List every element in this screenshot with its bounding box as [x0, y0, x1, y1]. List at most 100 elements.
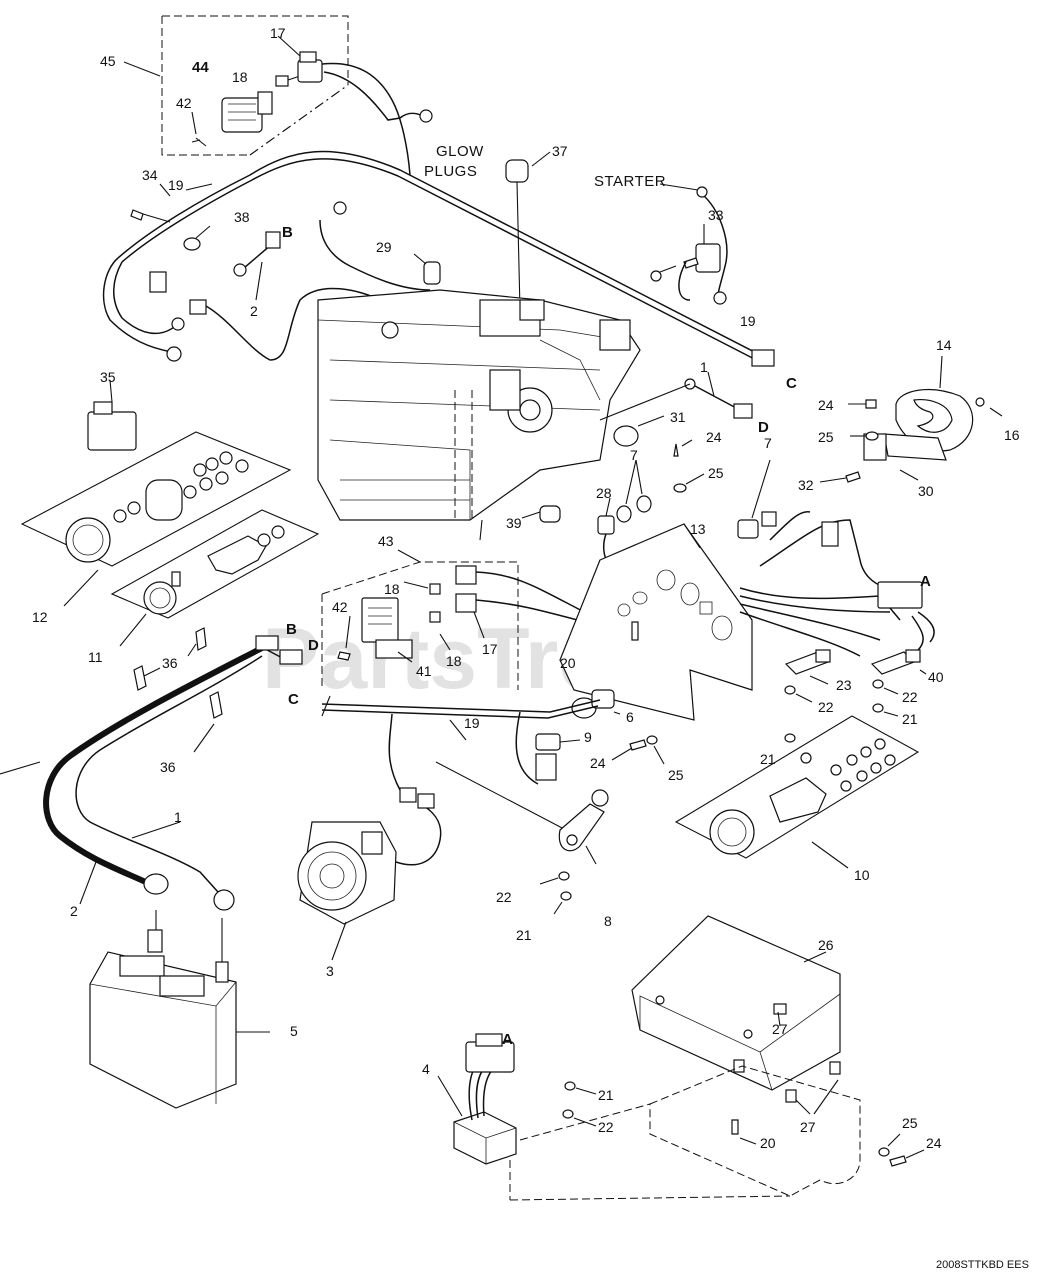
- callout: 12: [32, 609, 48, 625]
- glow-plugs-label: GLOW: [436, 143, 484, 160]
- nut-icon: [784, 733, 796, 743]
- callout: 25: [668, 767, 684, 783]
- callout: 22: [496, 889, 512, 905]
- callout: 43: [378, 533, 394, 549]
- callout: 25: [708, 465, 724, 481]
- callout: 8: [604, 913, 612, 929]
- control-panel-icon: [559, 523, 753, 721]
- temperature-sender-icon: [505, 151, 551, 311]
- callout: 24: [706, 429, 722, 445]
- callout-labels: 45 17 44 18 42 GLOW PLUGS 37 STARTER 34 …: [32, 25, 1029, 1271]
- callout: 20: [760, 1135, 776, 1151]
- callout: 29: [376, 239, 392, 255]
- screw-icon: [629, 739, 647, 751]
- connection-letter: C: [786, 375, 797, 392]
- washer-icon: [878, 1147, 890, 1157]
- connection-letter: B: [286, 621, 297, 638]
- callout: 10: [854, 867, 870, 883]
- connector-icon: [877, 581, 923, 609]
- callout: 35: [100, 369, 116, 385]
- screw-icon: [130, 209, 144, 221]
- battery-cable-icon: [684, 371, 753, 419]
- switch-icon: [870, 649, 927, 675]
- callout: 1: [174, 809, 182, 825]
- connector-icon: [255, 635, 279, 651]
- connector-icon: [455, 565, 477, 585]
- relay-icon: [221, 91, 273, 133]
- callout: 21: [516, 927, 532, 943]
- nut-icon: [558, 871, 570, 881]
- glow-plugs-label: PLUGS: [424, 163, 477, 180]
- callout: 34: [142, 167, 158, 183]
- connector-icon: [535, 753, 557, 781]
- connection-letter: A: [920, 573, 931, 590]
- seat-switch-icon: [435, 761, 609, 865]
- relay-kit-43: [321, 549, 601, 690]
- callout: 28: [596, 485, 612, 501]
- hour-meter-icon: [110, 509, 320, 647]
- connection-letter: D: [308, 637, 319, 654]
- callout: 26: [818, 937, 834, 953]
- starter-solenoid-icon: [650, 183, 728, 305]
- callout: 9: [584, 729, 592, 745]
- connector-icon: [399, 787, 417, 803]
- callout: 16: [1004, 427, 1020, 443]
- screw-icon: [337, 651, 351, 661]
- callout: 31: [670, 409, 686, 425]
- callout: 21: [760, 751, 776, 767]
- callout: 45: [100, 53, 116, 69]
- callout: 27: [772, 1021, 788, 1037]
- switch-icon: [597, 497, 621, 571]
- switch-icon: [535, 733, 581, 751]
- connector-icon: [417, 793, 435, 809]
- callout: 41: [416, 663, 432, 679]
- connector-icon: [455, 593, 477, 613]
- callout: 5: [290, 1023, 298, 1039]
- connector-icon: [297, 51, 323, 83]
- connection-letter: D: [758, 419, 769, 436]
- connection-letter: B: [282, 224, 293, 241]
- terminal-icon: [275, 75, 289, 87]
- callout: 18: [446, 653, 462, 669]
- callout: 7: [630, 447, 638, 463]
- callout: 27: [800, 1119, 816, 1135]
- connection-letter: C: [288, 691, 299, 708]
- connector-icon: [821, 521, 839, 547]
- callout: 22: [818, 699, 834, 715]
- screw-icon: [865, 399, 877, 409]
- callout: 33: [708, 207, 724, 223]
- callout: 14: [936, 337, 952, 353]
- nut-icon: [564, 1081, 576, 1091]
- battery-icon: [89, 910, 270, 1109]
- indicator-light-icon: [737, 459, 771, 539]
- drawing-code: 2008STTKBD EES: [936, 1259, 1029, 1271]
- callout: 17: [482, 641, 498, 657]
- callout: 21: [598, 1087, 614, 1103]
- power-outlet-icon: [571, 689, 621, 719]
- callout: 17: [270, 25, 286, 41]
- callout: 25: [902, 1115, 918, 1131]
- battery-cables: [0, 635, 303, 911]
- glow-plug-icon: [413, 253, 441, 285]
- callout: 21: [902, 711, 918, 727]
- nut-icon: [872, 679, 884, 689]
- callout: 39: [506, 515, 522, 531]
- starter-label: STARTER: [594, 173, 666, 190]
- cable-clip-icon: [209, 691, 223, 719]
- callout: 19: [168, 177, 184, 193]
- ammeter-icon: [20, 431, 292, 607]
- callout: 19: [740, 313, 756, 329]
- grommet-icon: [613, 425, 639, 447]
- callout: 4: [422, 1061, 430, 1077]
- callout: 42: [176, 95, 192, 111]
- callout: 42: [332, 599, 348, 615]
- callout: 7: [764, 435, 772, 451]
- callout: 2: [250, 303, 258, 319]
- harness-kit-45: [123, 15, 433, 176]
- callout: 24: [818, 397, 834, 413]
- callout: 36: [160, 759, 176, 775]
- washer-icon: [560, 891, 572, 901]
- callout: 18: [384, 581, 400, 597]
- callout: 38: [234, 209, 250, 225]
